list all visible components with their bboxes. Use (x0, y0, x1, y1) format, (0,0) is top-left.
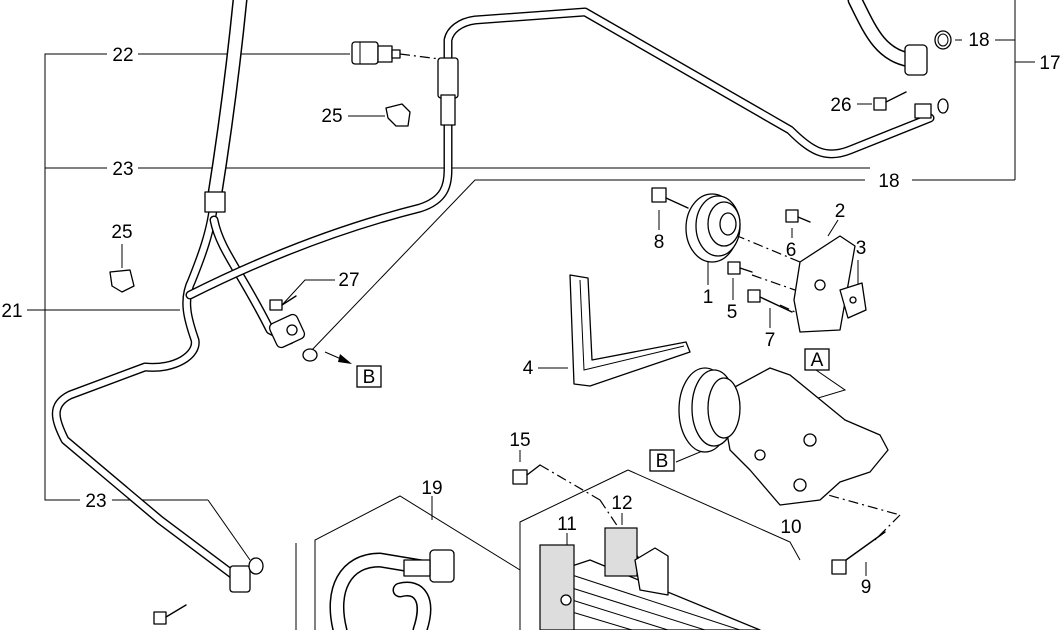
upper-right-fitting (904, 30, 952, 119)
pipe-joint (440, 94, 456, 126)
reference-markers: B A B (356, 348, 830, 472)
bolt-9 (831, 531, 886, 575)
callout-17: 17 (1039, 53, 1060, 74)
callout-9: 9 (861, 577, 872, 598)
bolt-6 (785, 209, 811, 223)
callout-21: 21 (1, 301, 22, 322)
bolt-5 (727, 261, 753, 275)
callout-27: 27 (338, 270, 359, 291)
callout-26: 26 (830, 95, 851, 116)
leader-lines (27, 0, 1035, 630)
callout-23-lower: 23 (85, 491, 106, 512)
ref-b-hose: B (363, 367, 376, 388)
callout-2: 2 (835, 201, 846, 222)
callout-6: 6 (786, 240, 797, 261)
bolt-7 (747, 289, 793, 313)
callout-7: 7 (765, 330, 776, 351)
pipe-lines (51, 0, 935, 630)
hose-clip (385, 103, 411, 127)
callout-4: 4 (523, 358, 534, 379)
pipe-fitting (437, 57, 459, 99)
lower-fitting (229, 557, 264, 593)
callout-11: 11 (557, 514, 577, 535)
drive-belt (569, 274, 691, 387)
compressor-bracket (793, 235, 856, 333)
condenser (559, 559, 761, 630)
compressor-pulley (685, 193, 741, 263)
callout-8: 8 (654, 232, 665, 253)
bolt-8 (651, 187, 689, 209)
bracket-spacer (839, 282, 867, 319)
callout-15: 15 (509, 430, 530, 451)
callout-18-upper: 18 (968, 30, 989, 51)
ac-compressor (678, 367, 889, 506)
bolt (269, 295, 297, 311)
condenser-bracket-11 (539, 544, 575, 630)
callout-25-left: 25 (111, 222, 132, 243)
pipe-block-fitting (268, 313, 306, 349)
bolt-26 (873, 91, 907, 111)
ref-b-compressor: B (656, 451, 669, 472)
hose-sleeve (204, 191, 226, 213)
bolt-15 (512, 464, 541, 485)
condenser-bracket-12 (604, 527, 669, 596)
callout-5: 5 (727, 302, 738, 323)
callout-18-lower: 18 (878, 171, 899, 192)
pressure-switch (351, 41, 401, 65)
callout-23-upper: 23 (112, 159, 133, 180)
components (109, 30, 952, 630)
callout-19: 19 (421, 478, 442, 499)
callout-3: 3 (856, 238, 867, 259)
o-ring (302, 348, 318, 362)
callout-1: 1 (703, 287, 714, 308)
callout-10: 10 (780, 517, 801, 538)
ref-a-compressor: A (811, 350, 824, 371)
bolt-lower (153, 604, 187, 625)
hose-fitting-19 (403, 549, 455, 583)
hose-clip-left (109, 269, 135, 293)
callout-25-upper: 25 (321, 106, 342, 127)
callout-labels: 22 23 23 21 25 25 27 18 18 17 26 8 1 6 2… (1, 30, 1060, 598)
callout-22: 22 (112, 45, 133, 66)
callout-12: 12 (611, 493, 632, 514)
